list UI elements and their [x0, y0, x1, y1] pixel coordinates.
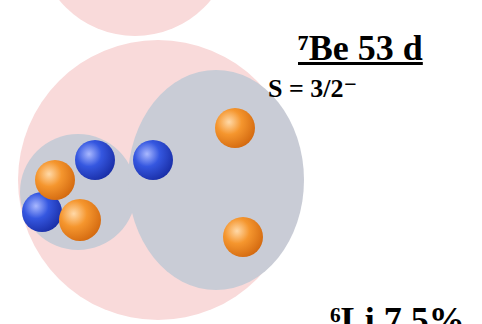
- nuclide-title: ⁶Li 7.5%: [330, 302, 465, 324]
- neutron: [133, 140, 173, 180]
- proton: [223, 217, 263, 257]
- upper-nucleus: [37, 0, 233, 36]
- proton: [59, 199, 101, 241]
- helion-cluster: [128, 70, 304, 290]
- proton: [215, 108, 255, 148]
- proton: [35, 160, 75, 200]
- nuclide-title: ⁷Be 53 d: [298, 30, 423, 66]
- spin-parity: S = 3/2⁻: [268, 76, 357, 102]
- alpha-cluster: [20, 134, 136, 250]
- neutron: [75, 140, 115, 180]
